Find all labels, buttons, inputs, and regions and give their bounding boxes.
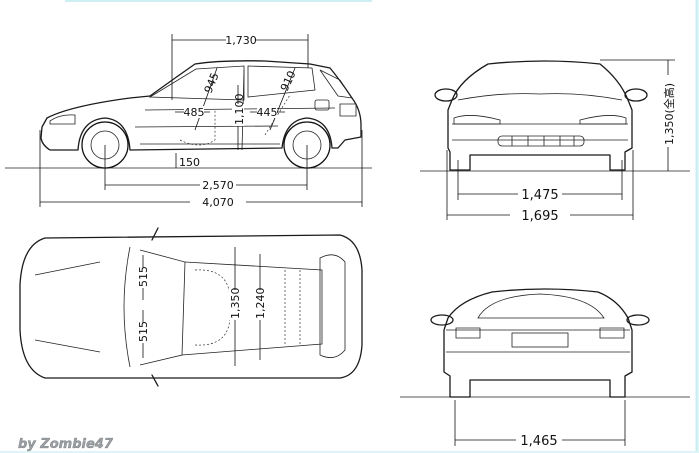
front-view: 1,475 1,695 1,350(全高) [420, 59, 690, 224]
side-body-outline [40, 60, 362, 151]
side-view: 1,730 2,570 4,070 150 945 910 485 445 1,… [5, 33, 372, 209]
dim-rear-legroom: 445 [257, 106, 278, 119]
taillight [339, 103, 357, 117]
dim-ground-clearance: 150 [179, 156, 200, 169]
dim-seat-height: 1,100 [233, 94, 246, 126]
dim-front-track: 1,475 [521, 188, 558, 203]
side-windows [148, 65, 316, 101]
tail-lines [446, 329, 630, 353]
rear-view: 1,465 [400, 288, 690, 449]
mirrors [151, 227, 159, 387]
rear-body-outline [443, 288, 633, 398]
top-view: 515 515 1,350 1,240 [19, 227, 363, 387]
dim-cabin-length: 1,730 [225, 34, 257, 47]
dim-overall-length: 4,070 [202, 196, 234, 209]
right-mirror [626, 314, 650, 326]
dim-rear-shoulder: 1,240 [254, 288, 267, 320]
bumper-lines [452, 123, 628, 141]
left-mirror [430, 314, 454, 326]
headlights [453, 115, 627, 125]
rear-quarter-window [319, 69, 353, 99]
dim-overall-height: 1,350(全高) [662, 83, 676, 145]
dim-overall-width: 1,695 [521, 209, 558, 224]
dim-seat-width-right: 515 [137, 321, 150, 342]
watermark: by Zombie47 [18, 437, 114, 452]
dim-front-headroom: 945 [202, 71, 222, 95]
headlight [49, 114, 76, 125]
dim-seat-width-left: 515 [137, 266, 150, 287]
hood-line [457, 93, 623, 101]
dim-front-shoulder: 1,350 [229, 288, 242, 320]
license-plate [511, 332, 569, 348]
grille [497, 135, 585, 147]
taillights [455, 327, 625, 339]
dim-rear-headroom: 910 [278, 69, 299, 94]
rear-window [319, 254, 346, 358]
fuel-door [314, 99, 330, 111]
dim-wheelbase: 2,570 [202, 179, 234, 192]
left-mirror [434, 88, 458, 102]
front-body-outline [447, 60, 633, 171]
top-body-outline [19, 234, 363, 379]
front-seats-area [139, 249, 186, 366]
right-mirror [624, 88, 648, 102]
roof-outline [181, 261, 323, 356]
windshield-base [123, 246, 131, 368]
dim-front-legroom: 485 [184, 106, 205, 119]
rear-window [477, 293, 605, 319]
dim-rear-track: 1,465 [520, 434, 557, 449]
